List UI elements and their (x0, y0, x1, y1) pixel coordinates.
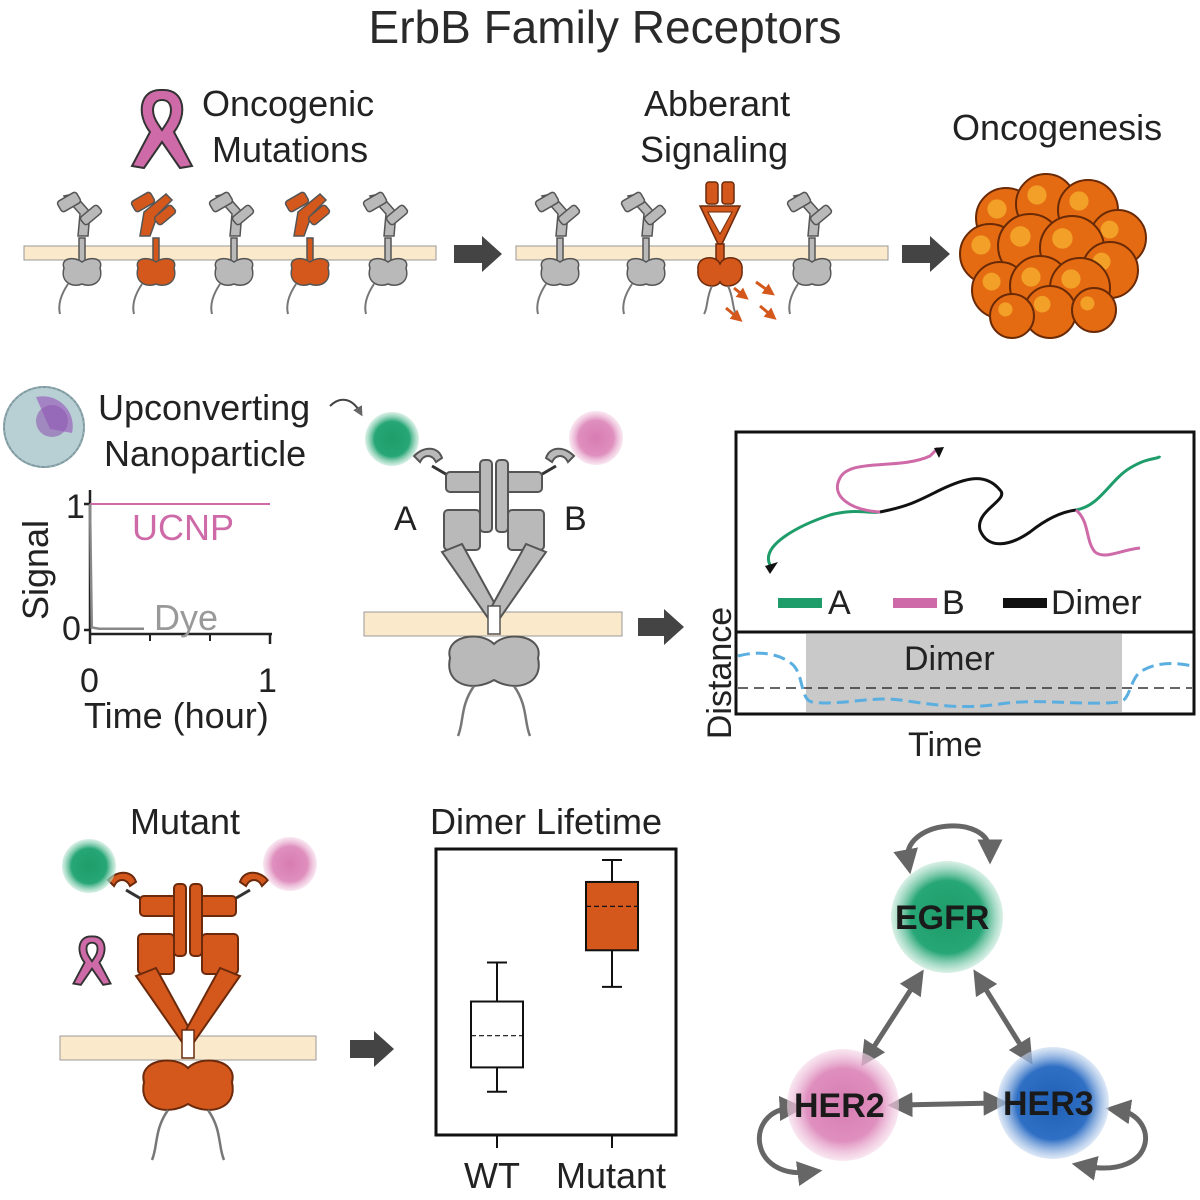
ucnp-pink-sphere (263, 837, 317, 891)
tumor-cell (1071, 287, 1117, 333)
arrowhead-icon (934, 447, 944, 458)
box-plot-title: Dimer Lifetime (430, 801, 663, 842)
legend-swatch-a (778, 598, 822, 608)
signal-arrow-icon (759, 304, 777, 320)
box-plot-category-wt: WT (464, 1155, 520, 1196)
ucnp-label-line1: Upconverting (98, 387, 311, 428)
signal-ylabel: Signal (15, 519, 57, 621)
egfr-label: EGFR (895, 899, 990, 937)
arrowhead-icon (765, 562, 778, 574)
legend-swatch-dimer (1003, 598, 1047, 608)
her2-node (787, 1049, 899, 1161)
ucnp-green-sphere (365, 412, 419, 466)
signal-plot (84, 490, 272, 644)
legend-label-a: A (828, 584, 851, 622)
trajectory-b-start (836, 446, 940, 514)
receptor-monomer-icon (620, 191, 667, 315)
interaction-arrow (887, 1090, 1009, 1118)
box-iqr (585, 880, 639, 952)
receptor-dimer-icon (106, 871, 270, 1161)
signal-ytick-1: 1 (66, 488, 85, 526)
ucnp-series-label: UCNP (132, 507, 235, 548)
receptor-dimer-icon (412, 447, 576, 737)
figure-title: ErbB Family Receptors (368, 1, 842, 53)
legend-label-b: B (942, 584, 965, 622)
cell-membrane (515, 245, 889, 261)
tumor-icon (959, 173, 1147, 339)
receptor-monomer-icon (130, 191, 177, 315)
self-loop-arrow-icon (756, 1096, 823, 1186)
distance-xlabel: Time (908, 726, 983, 764)
mutations-label-line2: Mutations (212, 129, 369, 170)
receptor-monomer-icon (284, 191, 331, 315)
egfr-node (891, 861, 1003, 973)
trajectory-a-end (1075, 455, 1162, 512)
signal-xlabel: Time (hour) (84, 695, 269, 736)
legend-swatch-b (893, 598, 937, 608)
mutant-label: Mutant (130, 801, 241, 842)
receptor-dimer-icon (697, 181, 743, 315)
receptor-monomer-icon (534, 191, 581, 315)
distance-ylabel: Distance (701, 606, 740, 740)
mutations-label-line1: Oncogenic (202, 83, 375, 124)
self-loop-arrow-icon (893, 823, 1003, 875)
arrow-icon (902, 236, 950, 272)
arrow-icon (638, 609, 684, 645)
network-diagram (756, 823, 1149, 1186)
curved-arrow-icon (329, 398, 363, 417)
trajectory-a-start (766, 510, 881, 566)
signal-ytick-0: 0 (62, 610, 81, 648)
signal-arrow-icon (725, 306, 743, 322)
cell-membrane (23, 245, 437, 261)
receptor-a-label: A (394, 500, 417, 538)
ribbon-icon (130, 89, 194, 170)
ribbon-icon (71, 935, 113, 986)
ucnp-pink-sphere (569, 411, 623, 465)
ucnp-green-sphere (62, 839, 116, 893)
distance-region-label: Dimer (904, 640, 995, 678)
receptor-monomer-icon (56, 191, 103, 315)
interaction-arrow (861, 969, 924, 1067)
nanoparticle-icon (3, 386, 85, 468)
her3-node (997, 1047, 1109, 1159)
box-iqr (470, 1000, 524, 1069)
signaling-label-line2: Signaling (640, 129, 789, 170)
self-loop-arrow-icon (1071, 1099, 1149, 1181)
ucnp-label-line2: Nanoparticle (104, 433, 307, 474)
signal-arrow-icon (733, 286, 749, 300)
receptor-monomer-icon (208, 191, 255, 315)
signaling-label-line1: Abberant (644, 83, 791, 124)
dimer-region (806, 634, 1122, 712)
distance-trace (737, 651, 1193, 709)
her2-label: HER2 (794, 1087, 885, 1125)
interaction-arrow (973, 969, 1033, 1065)
dye-series-label: Dye (154, 597, 219, 638)
receptor-monomer-icon (786, 191, 833, 315)
tumor-cell (989, 293, 1035, 339)
trajectory-b-end (1074, 508, 1141, 557)
signal-arrow-icon (755, 280, 775, 296)
box-plot-category-mutant: Mutant (556, 1155, 667, 1196)
signal-xtick-0: 0 (80, 662, 99, 700)
dye-series-line (88, 503, 144, 630)
oncogenesis-label: Oncogenesis (952, 107, 1163, 148)
box-plot (434, 847, 678, 1148)
her3-label: HER3 (1003, 1085, 1094, 1123)
trajectory-dimer (879, 477, 1077, 546)
signal-xtick-1: 1 (258, 662, 277, 700)
legend-label-dimer: Dimer (1051, 584, 1142, 622)
arrow-icon (350, 1031, 394, 1067)
receptor-monomer-icon (362, 191, 409, 315)
receptor-b-label: B (564, 500, 587, 538)
arrow-icon (454, 236, 502, 272)
